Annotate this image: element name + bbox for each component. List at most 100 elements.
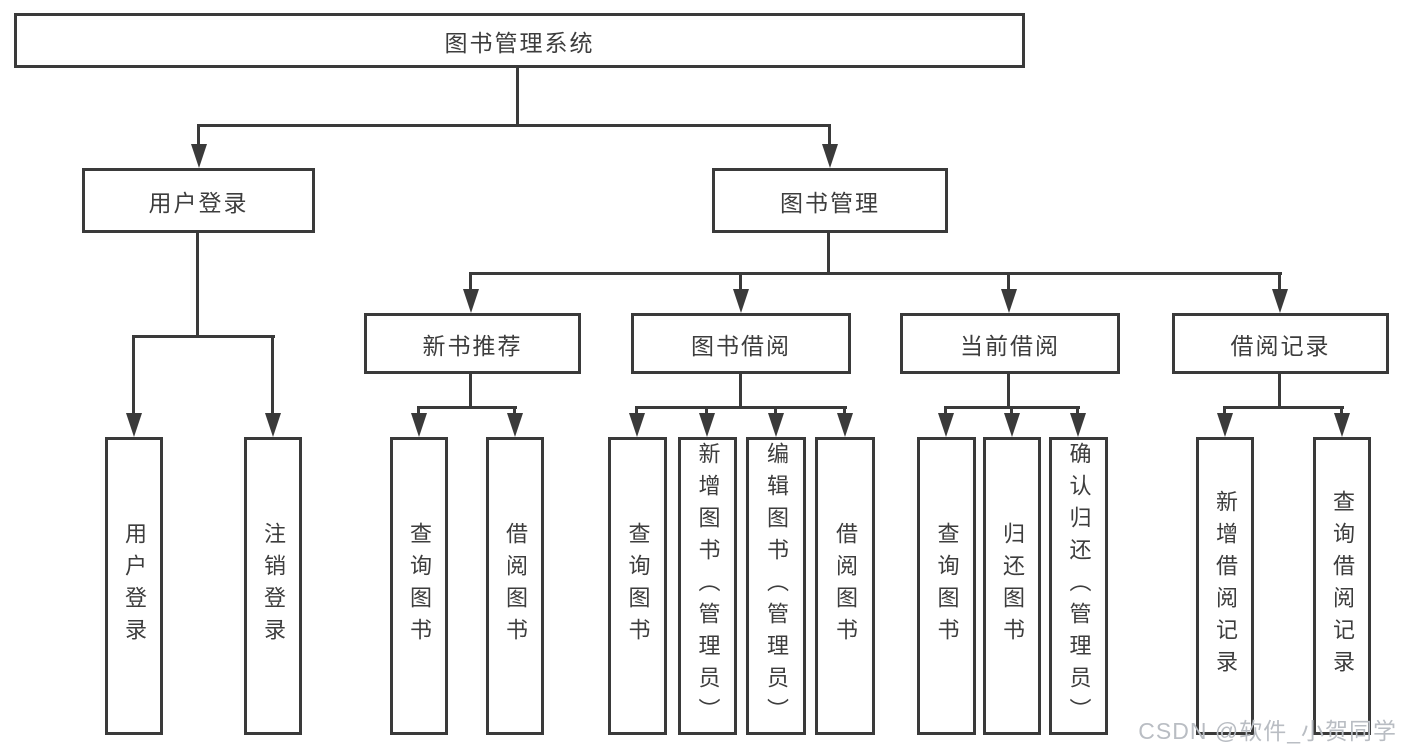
node-label: 图书借阅 <box>691 332 791 359</box>
connector-line <box>636 406 847 409</box>
arrow-head <box>767 413 784 437</box>
arrow-down-icon <box>125 335 142 437</box>
arrow-stem <box>1278 272 1281 289</box>
arrow-head <box>410 413 427 437</box>
arrow-head <box>1333 413 1350 437</box>
node-book-management: 图书管理 <box>712 168 948 233</box>
arrow-down-icon <box>1000 272 1017 313</box>
arrow-head <box>836 413 853 437</box>
connector-line <box>1007 373 1010 408</box>
arrow-down-icon <box>190 124 207 168</box>
connector-line <box>132 335 275 338</box>
node-library-management-system: 图书管理系统 <box>14 13 1025 68</box>
node-label: 编辑图书（管理员） <box>764 442 789 730</box>
arrow-head <box>506 413 523 437</box>
arrow-stem <box>417 406 420 413</box>
arrow-down-icon <box>264 335 281 437</box>
connector-line <box>197 124 831 127</box>
arrow-stem <box>197 124 200 144</box>
leaf-edit-books-admin: 编辑图书（管理员） <box>746 437 806 735</box>
leaf-logout: 注销登录 <box>244 437 302 735</box>
arrow-stem <box>774 406 777 413</box>
leaf-borrow-books: 借阅图书 <box>815 437 875 735</box>
arrow-head <box>628 413 645 437</box>
node-label: 图书管理 <box>780 189 880 216</box>
node-label: 查询图书 <box>407 522 432 650</box>
connector-line <box>1224 406 1344 409</box>
node-label: 确认归还（管理员） <box>1066 442 1092 730</box>
arrow-head <box>462 289 479 313</box>
arrow-down-icon <box>1333 406 1350 437</box>
node-borrowing-records: 借阅记录 <box>1172 313 1389 374</box>
node-label: 注销登录 <box>261 522 286 650</box>
node-label: 查询图书 <box>934 522 960 650</box>
node-label: 查询借阅记录 <box>1330 490 1355 682</box>
leaf-query-books: 查询图书 <box>390 437 448 735</box>
arrow-stem <box>469 272 472 289</box>
node-label: 新书推荐 <box>422 332 523 359</box>
arrow-down-icon <box>1003 406 1020 437</box>
node-label: 借阅图书 <box>503 522 528 650</box>
arrow-head <box>190 144 207 168</box>
connector-line <box>469 373 472 408</box>
node-user-login: 用户登录 <box>82 168 315 233</box>
node-label: 借阅图书 <box>833 522 858 650</box>
arrow-head <box>264 413 281 437</box>
leaf-return-books: 归还图书 <box>983 437 1041 735</box>
arrow-down-icon <box>732 272 749 313</box>
leaf-query-books: 查询图书 <box>917 437 976 735</box>
arrow-down-icon <box>937 406 954 437</box>
node-label: 当前借阅 <box>960 332 1060 359</box>
arrow-down-icon <box>1069 406 1086 437</box>
arrow-down-icon <box>767 406 784 437</box>
arrow-stem <box>513 406 516 413</box>
arrow-down-icon <box>836 406 853 437</box>
arrow-stem <box>705 406 708 413</box>
arrow-down-icon <box>506 406 523 437</box>
node-book-borrowing: 图书借阅 <box>631 313 851 374</box>
arrow-stem <box>1076 406 1079 413</box>
watermark: CSDN @软件_小贺同学 <box>1138 718 1397 744</box>
arrow-stem <box>635 406 638 413</box>
node-label: 新增借阅记录 <box>1213 490 1238 682</box>
arrow-stem <box>1010 406 1013 413</box>
arrow-head <box>1003 413 1020 437</box>
arrow-stem <box>828 124 831 144</box>
arrow-down-icon <box>1271 272 1288 313</box>
leaf-borrow-books: 借阅图书 <box>486 437 544 735</box>
arrow-stem <box>1340 406 1343 413</box>
connector-line <box>1278 373 1281 408</box>
arrow-down-icon <box>821 124 838 168</box>
arrow-head <box>1271 289 1288 313</box>
arrow-head <box>732 289 749 313</box>
node-current-borrowing: 当前借阅 <box>900 313 1120 374</box>
connector-line <box>418 406 517 409</box>
arrow-down-icon <box>410 406 427 437</box>
connector-line <box>827 232 830 275</box>
node-label: 用户登录 <box>122 522 147 650</box>
leaf-query-books: 查询图书 <box>608 437 667 735</box>
leaf-add-books-admin: 新增图书（管理员） <box>678 437 737 735</box>
arrow-head <box>125 413 142 437</box>
arrow-down-icon <box>628 406 645 437</box>
arrow-stem <box>271 335 274 413</box>
arrow-down-icon <box>698 406 715 437</box>
arrow-head <box>937 413 954 437</box>
arrow-stem <box>1223 406 1226 413</box>
leaf-confirm-return-admin: 确认归还（管理员） <box>1049 437 1108 735</box>
arrow-head <box>698 413 715 437</box>
arrow-head <box>1216 413 1233 437</box>
arrow-stem <box>944 406 947 413</box>
leaf-query-borrow-record: 查询借阅记录 <box>1313 437 1371 735</box>
arrow-stem <box>843 406 846 413</box>
node-label: 新增图书（管理员） <box>695 442 721 730</box>
node-label: 借阅记录 <box>1230 332 1331 359</box>
leaf-add-borrow-record: 新增借阅记录 <box>1196 437 1254 735</box>
node-label: 用户登录 <box>148 189 249 216</box>
arrow-stem <box>1007 272 1010 289</box>
arrow-down-icon <box>1216 406 1233 437</box>
node-label: 归还图书 <box>1000 522 1025 650</box>
leaf-user-login: 用户登录 <box>105 437 163 735</box>
arrow-head <box>1000 289 1017 313</box>
